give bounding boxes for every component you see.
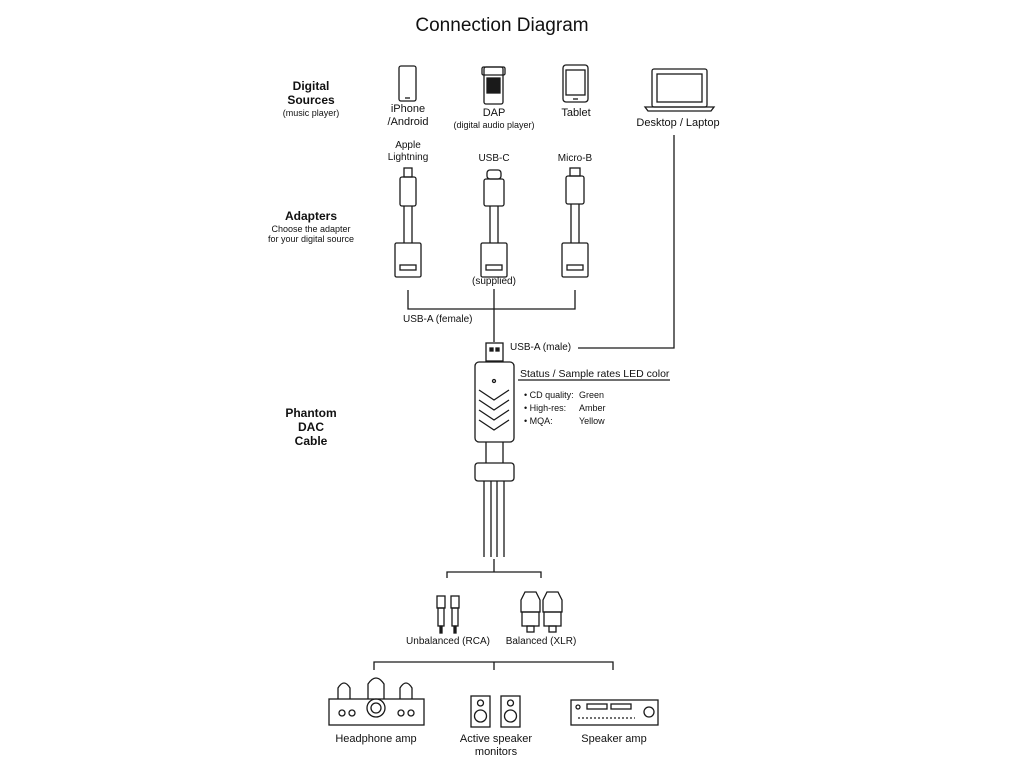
lightning-adapter-icon (394, 167, 422, 278)
headphone-amp-icon (328, 677, 425, 726)
led-row-color: Green (579, 390, 605, 400)
laptop-icon (643, 68, 716, 112)
xlr-plugs-icon (520, 591, 563, 633)
speaker-amp-icon (570, 699, 659, 726)
usba-male-label: USB-A (male) (510, 342, 572, 353)
digital-sources-heading: Digital Sources (287, 79, 335, 107)
monitors-label: Active speaker monitors (459, 733, 533, 758)
phone-icon (398, 65, 417, 102)
dap-label: DAP (482, 107, 506, 119)
led-row-label: • CD quality: (524, 390, 574, 400)
led-status-title: Status / Sample rates LED color (520, 368, 670, 380)
lightning-label: Apple Lightning (387, 140, 429, 163)
usba-male-plug-icon (485, 342, 504, 362)
tablet-label: Tablet (561, 107, 591, 119)
adapters-heading: Adapters (284, 209, 338, 223)
speaker-monitors-icon (470, 695, 521, 728)
led-row-color: Yellow (579, 416, 605, 426)
dap-icon (481, 66, 506, 105)
headphone-amp-label: Headphone amp (335, 733, 417, 745)
desktop-laptop-label: Desktop / Laptop (636, 117, 720, 129)
microb-adapter-icon (561, 167, 589, 278)
usbc-adapter-icon (480, 169, 508, 278)
supplied-label: (supplied) (472, 276, 516, 287)
led-row-label: • MQA: (524, 416, 553, 426)
rca-label: Unbalanced (RCA) (406, 636, 490, 647)
rca-plugs-icon (436, 595, 460, 634)
phantom-dac-heading: Phantom DAC Cable (285, 406, 337, 448)
dac-body-icon (474, 361, 515, 443)
dap-sublabel: (digital audio player) (453, 120, 535, 130)
iphone-android-label: iPhone /Android (387, 103, 429, 128)
led-row-color: Amber (579, 403, 606, 413)
microb-label: Micro-B (557, 153, 593, 164)
speaker-amp-label: Speaker amp (581, 733, 647, 745)
usbc-label: USB-C (478, 153, 510, 164)
diagram-title: Connection Diagram (415, 15, 589, 36)
digital-sources-subtitle: (music player) (282, 108, 340, 118)
usba-female-label: USB-A (female) (403, 314, 473, 325)
led-row-label: • High-res: (524, 403, 567, 413)
tablet-icon (562, 64, 589, 103)
adapters-subtitle: Choose the adapter for your digital sour… (267, 224, 355, 245)
xlr-label: Balanced (XLR) (505, 636, 577, 647)
